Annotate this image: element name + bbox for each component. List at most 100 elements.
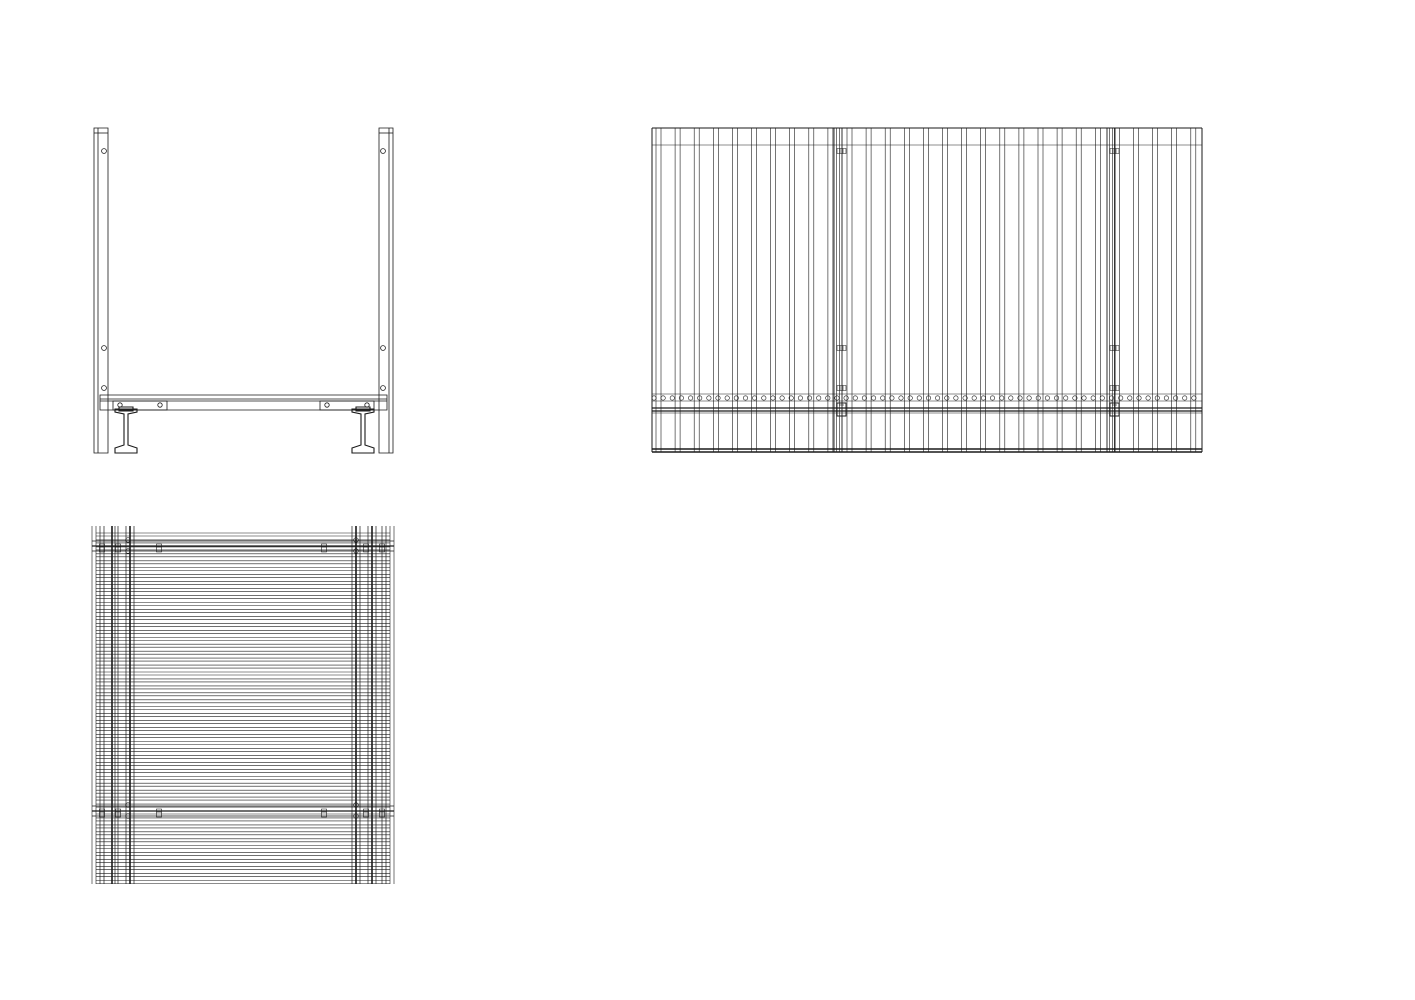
bracket <box>157 544 162 552</box>
hole <box>835 396 839 400</box>
bolt-hole <box>126 803 131 808</box>
base-bracket <box>1110 403 1119 416</box>
hole <box>1045 396 1049 400</box>
hole <box>789 396 793 400</box>
bracket-fixing <box>364 809 369 817</box>
hole <box>963 396 967 400</box>
hole <box>945 396 949 400</box>
hole <box>1091 396 1095 400</box>
right-i-beam <box>352 407 374 453</box>
hole <box>853 396 857 400</box>
hole <box>1027 396 1031 400</box>
bracket <box>116 544 121 552</box>
hole <box>743 396 747 400</box>
hole <box>707 396 711 400</box>
bracket <box>364 809 369 817</box>
post-outline <box>1107 128 1115 452</box>
bracket-fixing <box>100 544 105 552</box>
hole <box>935 396 939 400</box>
cross-beam <box>100 395 387 410</box>
vertical-bars <box>652 128 1202 452</box>
hole <box>862 396 866 400</box>
bolt-hole <box>102 386 107 391</box>
left-i-beam <box>115 407 137 453</box>
hole <box>1128 396 1132 400</box>
bracket <box>1110 149 1119 154</box>
bracket <box>837 149 846 154</box>
bolt-hole <box>381 346 386 351</box>
bracket-fixing <box>322 809 327 817</box>
hole <box>954 396 958 400</box>
hole <box>1036 396 1040 400</box>
hole <box>1100 396 1104 400</box>
hole <box>881 396 885 400</box>
hole <box>844 396 848 400</box>
bracket <box>100 544 105 552</box>
bolt-hole <box>126 549 131 554</box>
left-post <box>94 128 108 453</box>
hole <box>752 396 756 400</box>
bolt-hole <box>354 803 359 808</box>
bracket-fixing <box>364 544 369 552</box>
bracket-fixing <box>157 544 162 552</box>
hole <box>807 396 811 400</box>
hole <box>1109 396 1113 400</box>
bolt-hole <box>158 403 162 407</box>
bracket <box>322 809 327 817</box>
bolt-hole <box>354 549 359 554</box>
hole <box>725 396 729 400</box>
hole <box>1164 396 1168 400</box>
hole <box>670 396 674 400</box>
bolt-hole <box>381 386 386 391</box>
bracket <box>322 544 327 552</box>
hole <box>1064 396 1068 400</box>
hole <box>698 396 702 400</box>
end-elevation-view <box>94 128 393 453</box>
bolt-hole <box>102 346 107 351</box>
hole <box>890 396 894 400</box>
hole <box>1000 396 1004 400</box>
hole <box>981 396 985 400</box>
bracket-fixing <box>157 809 162 817</box>
hole <box>926 396 930 400</box>
bracket <box>380 544 385 552</box>
hole <box>1192 396 1196 400</box>
hole <box>798 396 802 400</box>
support-posts <box>834 128 1119 452</box>
bracket-fixing <box>100 809 105 817</box>
hole <box>1146 396 1150 400</box>
hole-row <box>652 396 1196 400</box>
hole <box>1018 396 1022 400</box>
plan-view <box>92 526 394 884</box>
bolt-hole <box>102 149 107 154</box>
bolt-hole <box>354 814 359 819</box>
hole <box>1073 396 1077 400</box>
base-bracket <box>837 403 846 416</box>
bracket-fixing <box>380 809 385 817</box>
support-post <box>834 128 846 452</box>
hole <box>1183 396 1187 400</box>
hole <box>1009 396 1013 400</box>
post-outline <box>834 128 842 452</box>
hole <box>780 396 784 400</box>
hole <box>972 396 976 400</box>
hole <box>679 396 683 400</box>
bracket-fixing <box>322 544 327 552</box>
hole <box>688 396 692 400</box>
hole <box>661 396 665 400</box>
bolt-hole <box>325 403 329 407</box>
hole <box>762 396 766 400</box>
bracket <box>380 809 385 817</box>
hole <box>1173 396 1177 400</box>
hole <box>1137 396 1141 400</box>
hole <box>917 396 921 400</box>
bracket <box>1110 386 1119 391</box>
hole <box>716 396 720 400</box>
plan-fixings <box>100 538 385 819</box>
hole <box>1155 396 1159 400</box>
bracket <box>100 809 105 817</box>
hole <box>899 396 903 400</box>
side-elevation-view <box>652 128 1202 452</box>
hole <box>734 396 738 400</box>
bolt-hole <box>381 149 386 154</box>
